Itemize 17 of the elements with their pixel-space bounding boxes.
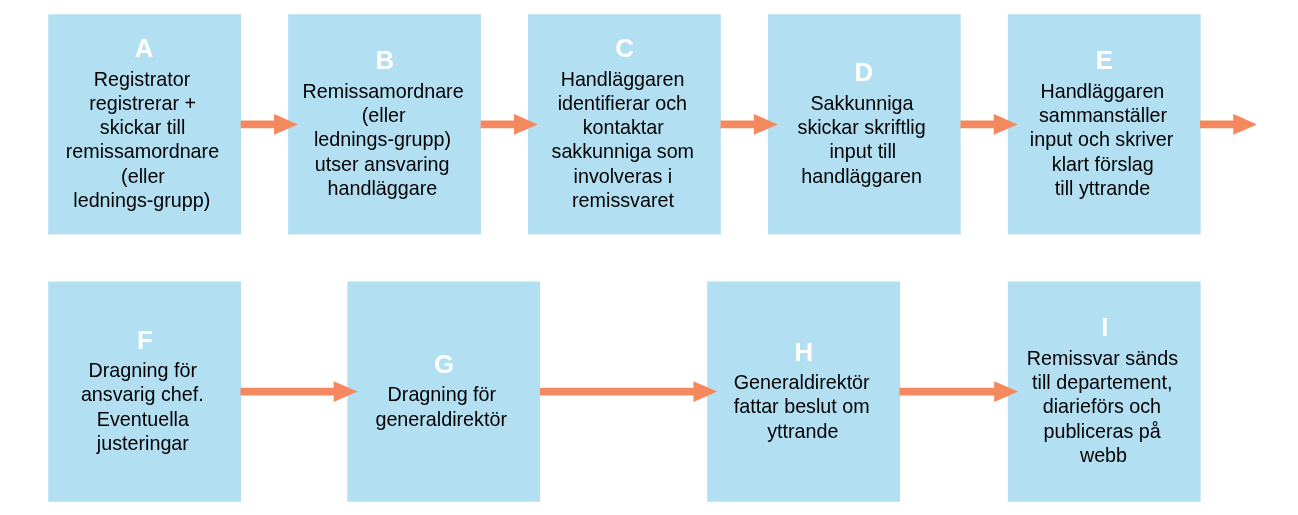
node-box: G Dragning för generaldirektör bbox=[347, 281, 541, 502]
arrow bbox=[240, 380, 358, 402]
node-box: B Remissamordnare (eller lednings-grupp) utser ansvaring handläggare bbox=[288, 13, 481, 234]
arrow bbox=[240, 113, 298, 135]
node-box: H Generaldirektör fattar beslut om yttrande bbox=[707, 281, 900, 502]
arrow bbox=[960, 113, 1018, 135]
arrow bbox=[899, 380, 1019, 402]
arrow bbox=[720, 113, 778, 135]
arrow bbox=[1200, 113, 1256, 135]
node-box: D Sakkunniga skickar skriftlig input till handläggaren bbox=[767, 13, 961, 234]
node-box: I Remissvar sänds till departement, diarieförs och publiceras på webb bbox=[1007, 281, 1201, 502]
arrow bbox=[480, 113, 538, 135]
node-box: E Handläggaren sammanställer input och skriver klart förslag till yttrande bbox=[1007, 13, 1201, 234]
arrow bbox=[540, 380, 718, 402]
node-box: C Handläggaren identifierar och kontaktar sakkunniga som involveras i remissvaret bbox=[528, 13, 721, 234]
node-box: F Dragning för ansvarig chef. Eventuella justeringar bbox=[48, 281, 242, 502]
node-box: A Registrator registrerar + skickar till remissamordnare (eller lednings-grupp) bbox=[48, 13, 242, 234]
